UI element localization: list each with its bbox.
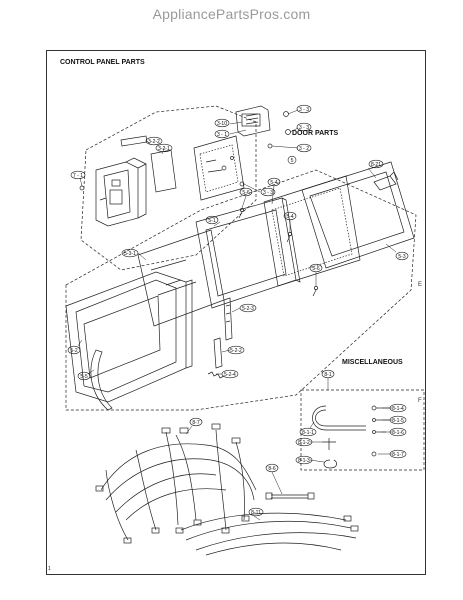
callout-8-1-4: 8-1-4: [392, 406, 404, 412]
callout-3-1: 3 - 1: [217, 132, 227, 138]
callout-8-11: 8-11: [251, 510, 261, 516]
misc-hardware-set: [322, 405, 390, 469]
wiring-harness-main: [95, 423, 257, 544]
wire-holder-loop: [312, 405, 366, 431]
misc-parts-outline: [300, 389, 425, 471]
membrane-switch-panel: [150, 149, 177, 193]
callout-5-3-1: 5-3-1: [124, 251, 136, 257]
exploded-view-drawing: CONTROL PANEL PARTS DOOR PARTS MISCELLAN…: [48, 59, 425, 572]
callout-8-1-5: 8-1-5: [392, 418, 404, 424]
watermark-text: AppliancePartsPros.com: [152, 6, 311, 22]
door-glass-panel: [137, 229, 225, 327]
callout-ovals: [67, 104, 409, 517]
corner-mark: 1: [48, 566, 51, 572]
wiring-harness-secondary: [175, 512, 359, 556]
callout-5-6: 5-6: [312, 266, 319, 272]
edge-letter-e: E: [418, 282, 422, 288]
control-panel-parts-label: CONTROL PANEL PARTS: [60, 59, 145, 66]
callout-5-4: 5-4: [286, 214, 293, 220]
callout-8-6: 8-6: [268, 466, 275, 472]
callout-5-1: 5-1: [208, 218, 215, 224]
door-choke-cover: [301, 161, 415, 269]
control-panel-group-outline: [80, 105, 257, 271]
callout-8-7: 8-7: [192, 420, 199, 426]
door-group-outline: [65, 169, 417, 411]
callout-5-6: 5-6: [242, 190, 249, 196]
callout-5-5: 5-5: [80, 374, 87, 380]
callout-8-21: 8-21: [371, 162, 381, 168]
callout-8-1-2: 8-1-2: [298, 440, 310, 446]
latch-spring: [207, 371, 225, 379]
door-outer-frame: [65, 271, 193, 403]
callout-5-3: 5-3: [398, 254, 405, 260]
callout-3-2: 3 - 2: [299, 146, 309, 152]
callout-8-1-7: 8-1-7: [392, 452, 404, 458]
control-panel-frame: [95, 157, 147, 227]
callout-8-1-3: 8-1-3: [298, 458, 310, 464]
door-switch-clip: [373, 171, 399, 191]
callout-5-2-4: 5-2-4: [224, 372, 236, 378]
diagram-frame: [46, 50, 426, 575]
callout-5-4: 5-4: [270, 180, 277, 186]
callout-3-2-1: 3-2-1: [158, 146, 170, 152]
miscellaneous-label: MISCELLANEOUS: [342, 359, 403, 366]
callout-3-3: 3 - 3: [299, 125, 309, 131]
callout-8-1: 8-1: [324, 372, 331, 378]
door-parts-label: DOOR PARTS: [292, 130, 338, 137]
callout-3-10: 3-10: [217, 121, 227, 127]
callout-5: 5: [291, 158, 294, 164]
door-screws: [238, 208, 318, 297]
display-window: [120, 135, 148, 147]
door-handle: [90, 349, 113, 411]
callout-leader-lines: [77, 109, 397, 521]
callout-5-2: 5-2: [70, 348, 77, 354]
door-lever: [213, 337, 223, 369]
control-circuit-board: [193, 135, 245, 201]
callout-5-2-2: 5-2-2: [230, 348, 242, 354]
callout-3-3: 3 - 3: [263, 190, 273, 196]
lead-wire-assembly: [265, 492, 315, 500]
callout-8-1-6: 8-1-6: [392, 430, 404, 436]
parts-diagram-sheet: CONTROL PANEL PARTS DOOR PARTS MISCELLAN…: [46, 50, 426, 575]
callout-3-2-2: 3-2-2: [148, 139, 160, 145]
control-unit-bracket: [235, 105, 271, 137]
control-screws: [79, 111, 291, 191]
edge-letter-f: F: [418, 398, 422, 404]
door-latch-assembly: [223, 297, 233, 341]
callout-8-1-1: 8-1-1: [302, 430, 314, 436]
callout-7-1: 7 - 1: [73, 173, 83, 179]
callout-3-3: 3 - 3: [299, 107, 309, 113]
callout-5-2-3: 5-2-3: [242, 306, 254, 312]
